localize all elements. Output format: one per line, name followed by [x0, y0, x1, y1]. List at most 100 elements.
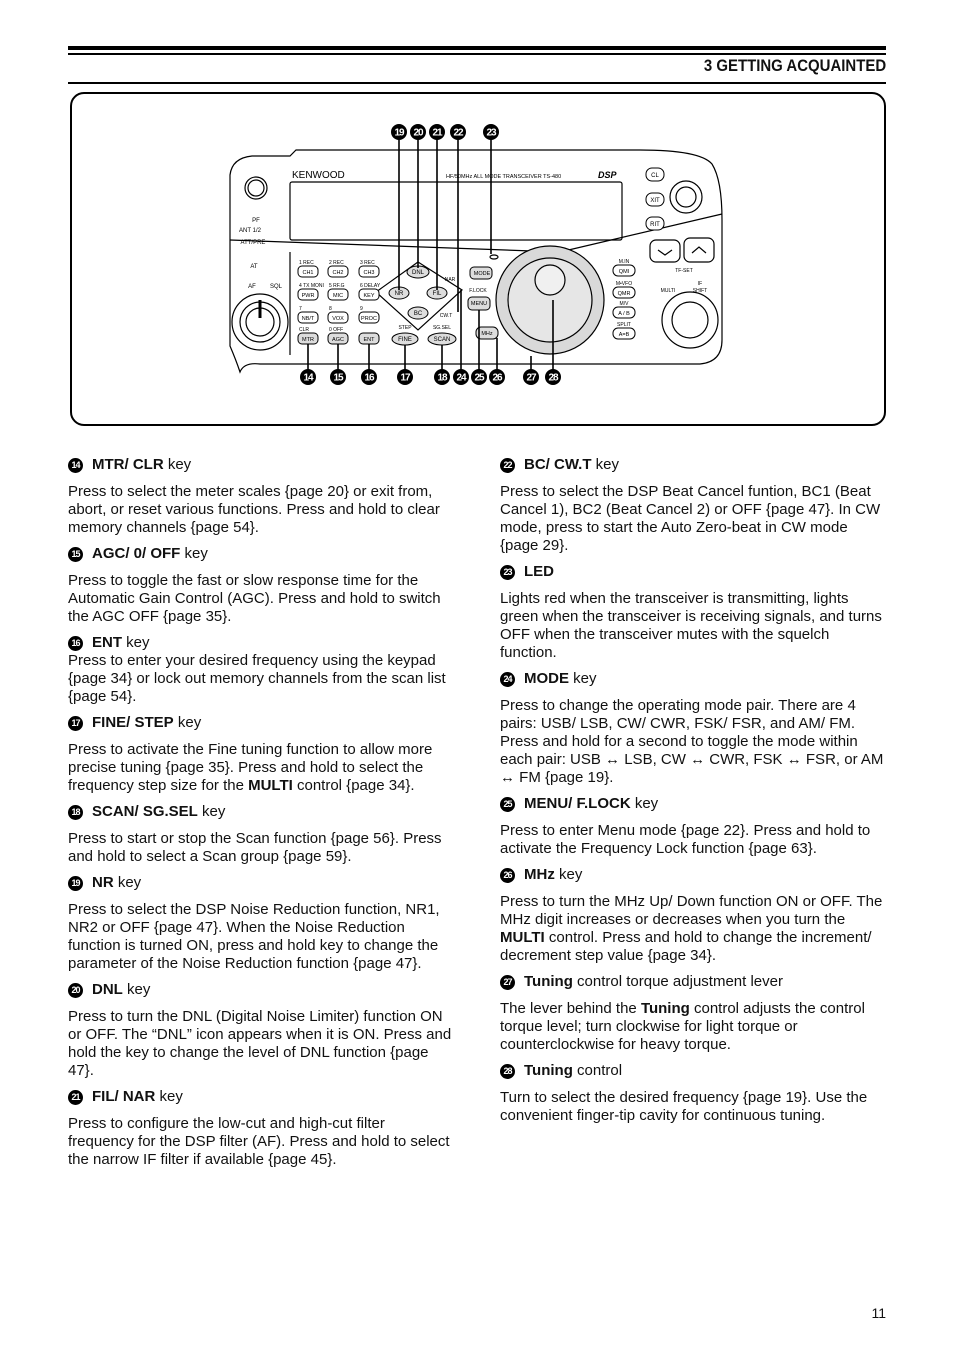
item-title-rest: key: [122, 981, 151, 998]
keypad-key-label: ENT: [364, 337, 376, 343]
callout-number: 14: [303, 373, 314, 384]
keypad-key: [297, 288, 319, 301]
sgsel-label: SG.SEL: [433, 325, 451, 331]
callout-marker-icon: [391, 124, 407, 140]
callout-marker-icon: [489, 369, 505, 385]
callout-number-icon: 27: [500, 974, 515, 990]
item-body: Press to toggle the fast or slow respons…: [68, 572, 453, 626]
callout-number-icon: 22: [500, 457, 515, 473]
callout-marker-icon: [453, 369, 469, 385]
item-title-bold: MTR/ CLR: [92, 456, 164, 473]
callout-number: 28: [548, 373, 559, 384]
callout-number: 25: [474, 373, 485, 384]
item-title-rest: key: [173, 714, 202, 731]
keypad-key-label: PWR: [302, 293, 315, 299]
nar-label: NAR: [445, 277, 456, 283]
callout-number: 15: [333, 373, 344, 384]
chapter-title: 3 GETTING ACQUAINTED: [703, 56, 886, 75]
callout-marker-icon: [361, 369, 377, 385]
keypad-key: [297, 311, 319, 324]
bc-key: BC: [414, 311, 423, 317]
right-key-text: QMI: [619, 269, 630, 275]
callout-marker-icon: [410, 124, 426, 140]
item-body-text: Press to start or stop the Scan function…: [68, 830, 442, 865]
item-body: Press to start or stop the Scan function…: [68, 830, 453, 866]
callout-number: 24: [456, 373, 467, 384]
fine-key: FINE: [398, 337, 412, 343]
item-body-text: Press to toggle the fast or slow respons…: [68, 572, 441, 625]
power-button: [244, 176, 268, 200]
item-title-bold: Tuning: [524, 973, 573, 990]
item-title-bold: ENT: [92, 634, 122, 651]
rit-key: RIT: [650, 222, 660, 228]
right-key: [612, 306, 636, 319]
item-title-bold: MHz: [524, 866, 555, 883]
cl-key: CL: [651, 173, 659, 179]
item-title-bold: NR: [92, 874, 114, 891]
item-body-post: control adjusts the control torque level…: [500, 1000, 865, 1053]
callout-marker-icon: [330, 369, 346, 385]
tfset-label: TF-SET: [675, 268, 693, 274]
flock-label: F.LOCK: [469, 288, 487, 294]
keypad-key-label: AGC: [332, 337, 344, 343]
right-key: [612, 327, 636, 340]
callout-number-icon: 23: [500, 564, 515, 580]
mode-key: MODE: [474, 271, 491, 277]
keypad-key-label: MTR: [302, 337, 314, 343]
callout-marker-icon: [483, 124, 499, 140]
callout-number-icon: 21: [68, 1089, 83, 1105]
figure-frame: [70, 92, 886, 426]
callout-number: 27: [526, 373, 537, 384]
callout-number: 19: [394, 128, 405, 139]
right-key-text: QMR: [618, 291, 631, 297]
callout-number: 22: [453, 128, 464, 139]
item-title-rest: key: [591, 456, 620, 473]
down-button: [649, 239, 681, 263]
page-number: 11: [871, 1305, 886, 1321]
keypad-label: 0 OFF: [329, 327, 343, 333]
item-body-text: Press to change the operating mode pair.…: [500, 697, 884, 786]
item-body-bold: MULTI: [500, 929, 545, 946]
callout-marker-icon: [545, 369, 561, 385]
right-key: [612, 264, 636, 277]
callout-number: 26: [492, 373, 503, 384]
item-body: Press to turn the DNL (Digital Noise Lim…: [68, 1008, 453, 1080]
if-label: IF: [698, 281, 702, 287]
keypad-label: 9: [360, 306, 363, 312]
af-label: AF: [248, 284, 256, 290]
fil-key: FIL: [433, 291, 442, 297]
item-body-text: Press to select the DSP Noise Reduction …: [68, 901, 440, 972]
callout-number-icon: 16: [68, 635, 83, 651]
item-body: Press to turn the MHz Up/ Down function …: [500, 893, 885, 965]
right-key-label: SPLIT: [617, 322, 631, 328]
item-body-post: control {page 34}.: [292, 777, 415, 794]
item-body: Press to select the DSP Beat Cancel funt…: [500, 483, 885, 555]
item-body: Press to enter Menu mode {page 22}. Pres…: [500, 822, 885, 858]
keypad-label: 6 DELAY: [360, 283, 381, 289]
item-body-text: Press to turn the DNL (Digital Noise Lim…: [68, 1008, 452, 1079]
dnl-key: DNL: [412, 270, 425, 276]
transceiver-front-panel-figure: KENWOOD HF/50MHz ALL MODE TRANSCEIVER TS…: [229, 124, 723, 385]
keypad-key: [327, 288, 349, 301]
item-body-bold: Tuning: [640, 1000, 690, 1017]
item-body: Turn to select the desired frequency {pa…: [500, 1089, 885, 1125]
nr-key: NR: [395, 291, 404, 297]
callout-number-icon: 14: [68, 457, 83, 473]
item-body: Press to select the DSP Noise Reduction …: [68, 901, 453, 973]
